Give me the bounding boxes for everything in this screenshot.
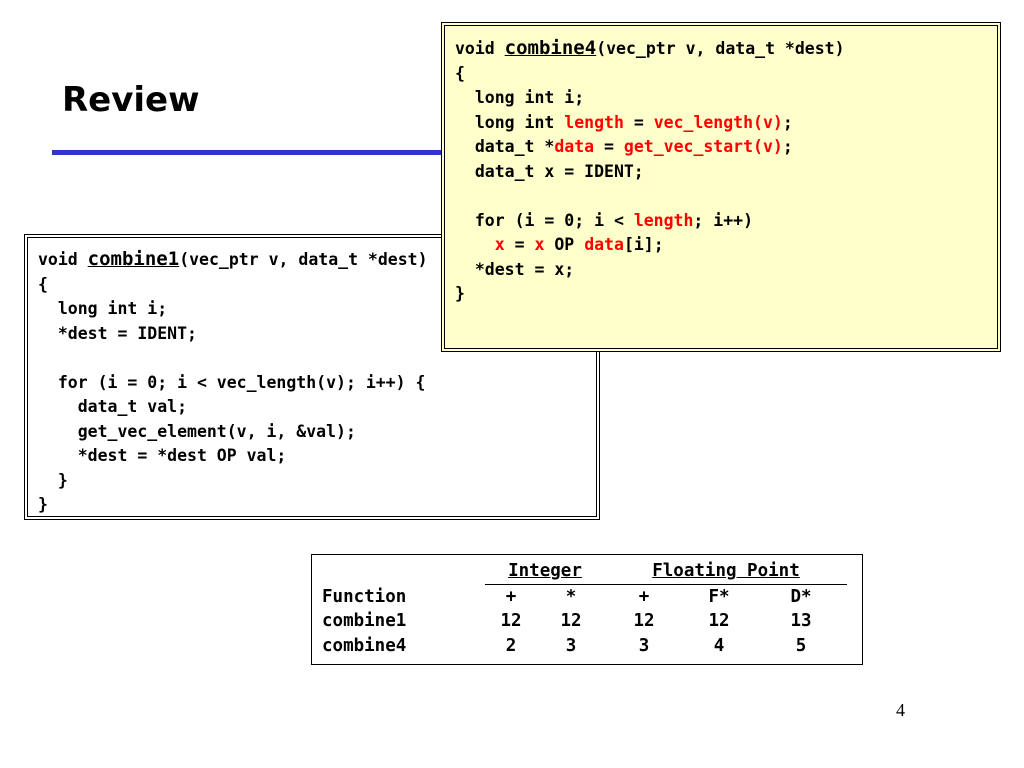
code-text: for (i = 0; i < vec_length(v); i++) { <box>38 372 426 392</box>
floating-point-group-label: Floating Point <box>652 561 800 582</box>
code-line: *dest = IDENT; <box>38 324 197 343</box>
code-text: } <box>38 470 68 490</box>
code-text <box>455 235 495 254</box>
integer-group-label: Integer <box>508 561 582 582</box>
code-text: ; <box>782 137 793 156</box>
code-line: { <box>455 64 465 83</box>
combine1-code: void combine1(vec_ptr v, data_t *dest) {… <box>38 247 596 518</box>
code-line: data_t x = IDENT; <box>455 162 644 181</box>
code-text: { <box>38 274 48 294</box>
table-cell: 4 <box>713 635 725 656</box>
code-line: } <box>38 495 48 514</box>
code-text: = <box>623 112 654 132</box>
table-row: combine1 12 12 12 12 13 <box>322 609 847 634</box>
table-cell: 3 <box>638 635 650 656</box>
highlighted-token: x <box>494 235 505 254</box>
highlighted-token: vec_length(v) <box>653 112 783 132</box>
table-group-header-row: Integer Floating Point <box>322 559 847 585</box>
code-text: long int i; <box>455 88 585 107</box>
code-text: = <box>594 137 624 156</box>
highlighted-token: data <box>554 137 595 156</box>
code-text: { <box>455 63 465 83</box>
code-text: data_t * <box>455 137 555 156</box>
code-text: *dest = IDENT; <box>38 323 197 343</box>
code-line: data_t *data = get_vec_start(v); <box>455 137 793 156</box>
table-cell: combine1 <box>322 611 407 632</box>
column-header: + <box>638 586 650 607</box>
code-line: void combine1(vec_ptr v, data_t *dest) <box>38 248 428 270</box>
column-header: D* <box>790 586 812 607</box>
code-text: } <box>38 495 48 514</box>
table-cell: 12 <box>560 611 582 632</box>
column-header: Function <box>322 586 407 607</box>
code-text: (vec_ptr v, data_t *dest) <box>596 39 845 58</box>
code-text: OP <box>544 235 585 254</box>
code-text: void <box>455 39 505 58</box>
code-line: long int i; <box>38 299 167 318</box>
floating-point-group-header: Floating Point <box>605 559 847 585</box>
code-line: x = x OP data[i]; <box>455 235 664 254</box>
table-cell: 5 <box>795 635 807 656</box>
code-text: ; i++) <box>693 210 754 230</box>
code-text: (vec_ptr v, data_t *dest) <box>179 250 428 269</box>
code-line: long int length = vec_length(v); <box>455 113 793 132</box>
highlighted-token: length <box>633 210 694 230</box>
code-line: } <box>455 284 465 303</box>
code-line: get_vec_element(v, i, &val); <box>38 422 356 441</box>
table-cell <box>322 559 485 584</box>
table-cell: 12 <box>708 611 730 632</box>
code-text: *dest = x; <box>455 259 575 279</box>
slide-title: Review <box>62 80 200 120</box>
code-text: long int i; <box>38 299 168 318</box>
cpe-table: Integer Floating Point Function + * + F*… <box>322 559 847 658</box>
table-cell: 3 <box>565 635 577 656</box>
table-cell: 12 <box>500 611 522 632</box>
code-text: *dest = *dest OP val; <box>38 446 287 465</box>
code-line: { <box>38 275 48 294</box>
title-underline <box>52 150 462 155</box>
cpe-table-box: Integer Floating Point Function + * + F*… <box>311 554 863 665</box>
highlighted-token: get_vec_start(v) <box>623 137 783 156</box>
combine4-code-box: void combine4(vec_ptr v, data_t *dest) {… <box>441 22 1001 352</box>
column-header: + <box>505 586 517 607</box>
table-cell: 12 <box>633 611 655 632</box>
column-header: * <box>565 586 577 607</box>
code-text: get_vec_element(v, i, &val); <box>38 421 356 441</box>
combine4-code: void combine4(vec_ptr v, data_t *dest) {… <box>455 36 997 307</box>
column-header: F* <box>708 586 730 607</box>
highlighted-token: x <box>534 235 545 254</box>
code-text: data_t val; <box>38 397 188 416</box>
code-text: ; <box>782 112 793 132</box>
code-text: long int <box>455 112 565 132</box>
code-line: *dest = *dest OP val; <box>38 446 287 465</box>
code-text: = <box>504 235 535 254</box>
table-cell: 13 <box>790 611 812 632</box>
highlighted-token: length <box>564 112 624 132</box>
highlighted-token: data <box>584 235 624 254</box>
code-text: for (i = 0; i < <box>455 210 634 230</box>
code-text: [i]; <box>623 235 664 254</box>
table-cell: combine4 <box>322 635 407 656</box>
code-line: *dest = x; <box>455 260 574 279</box>
function-name: combine1 <box>87 248 180 270</box>
code-text: } <box>455 284 465 303</box>
code-text: data_t x = IDENT; <box>455 161 644 181</box>
code-line: void combine4(vec_ptr v, data_t *dest) <box>455 37 845 59</box>
code-line: for (i = 0; i < length; i++) <box>455 211 753 230</box>
function-name: combine4 <box>504 37 597 59</box>
code-line: long int i; <box>455 88 584 107</box>
integer-group-header: Integer <box>485 559 605 585</box>
page-number: 4 <box>896 700 905 720</box>
code-text: void <box>38 250 88 269</box>
code-line: data_t val; <box>38 397 187 416</box>
table-row: combine4 2 3 3 4 5 <box>322 634 847 659</box>
code-line: } <box>38 471 68 490</box>
table-cell: 2 <box>505 635 517 656</box>
table-header-row: Function + * + F* D* <box>322 584 847 609</box>
code-line: for (i = 0; i < vec_length(v); i++) { <box>38 372 426 392</box>
